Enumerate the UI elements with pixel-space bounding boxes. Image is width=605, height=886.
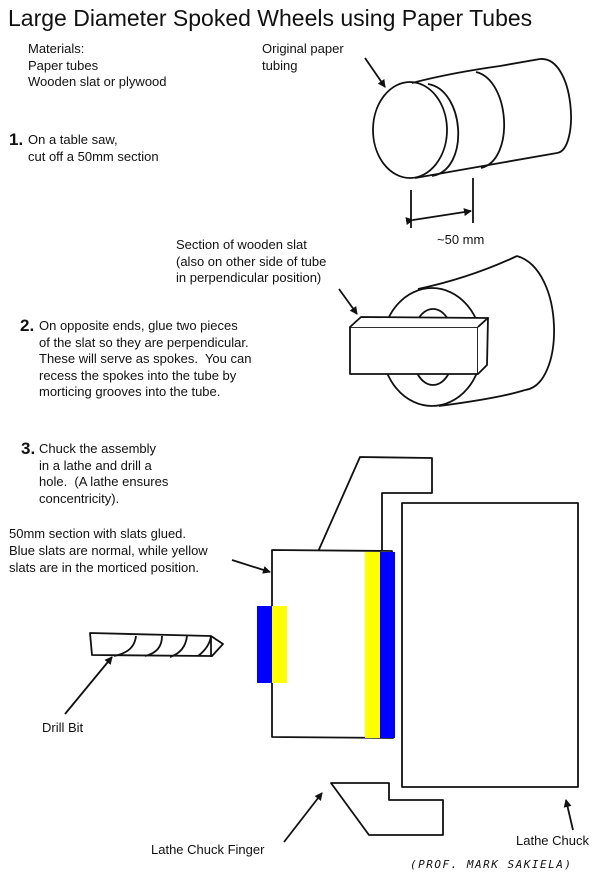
slats-group bbox=[257, 552, 395, 738]
wooden-slat-side bbox=[477, 317, 489, 375]
wooden-slat-label: in perpendicular position) bbox=[176, 270, 322, 285]
step-text-line: These will serve as spokes. You can bbox=[39, 351, 252, 366]
wooden-slat-top bbox=[349, 316, 489, 328]
step-text-line: morticing grooves into the tube. bbox=[39, 384, 221, 399]
materials-item: Wooden slat or plywood bbox=[28, 74, 167, 89]
dimension-label: ~50 mm bbox=[437, 232, 485, 247]
step-text-line: of the slat so they are perpendicular. bbox=[39, 334, 249, 350]
section-note: 50mm section with slats glued. bbox=[9, 526, 187, 541]
wooden-slat-label: (also on other side of tube bbox=[176, 253, 327, 269]
materials-heading: Materials: bbox=[28, 41, 85, 56]
original-tubing-label: tubing bbox=[262, 58, 298, 73]
wooden-slat-label: Section of wooden slat bbox=[176, 237, 307, 252]
lathe-chuck-body bbox=[401, 502, 579, 788]
step-number: 1. bbox=[9, 130, 24, 149]
original-tubing-label: Original paper bbox=[262, 41, 344, 56]
drill-bit-label: Drill Bit bbox=[42, 720, 84, 735]
drill-arrow bbox=[64, 656, 113, 715]
step-text-line: in a lathe and drill a bbox=[39, 457, 152, 473]
drill-bit-drawing bbox=[64, 632, 224, 715]
tubing-arrow bbox=[364, 57, 386, 88]
wooden-slat-front bbox=[349, 326, 479, 375]
step-text-line: concentricity). bbox=[39, 490, 120, 506]
slat-arrow bbox=[338, 288, 358, 315]
finger-arrow bbox=[283, 792, 323, 843]
dimension-arrow bbox=[405, 208, 472, 226]
slat-normal-right bbox=[380, 552, 395, 738]
step-text-line: hole. (A lathe ensures bbox=[39, 474, 169, 489]
section-arrow bbox=[231, 559, 271, 574]
chuck-finger-bottom bbox=[330, 782, 444, 836]
step-text-line: Chuck the assembly bbox=[39, 441, 157, 456]
page-title: Large Diameter Spoked Wheels using Paper… bbox=[8, 5, 533, 31]
step-text-line: recess the spokes into the tube by bbox=[39, 367, 237, 383]
step-text-line: cut off a 50mm section bbox=[28, 148, 159, 164]
section-note: slats are in the morticed position. bbox=[9, 560, 200, 575]
paper-tube-drawing bbox=[364, 57, 572, 228]
slat-morticed-right bbox=[365, 552, 380, 738]
step-text-line: On a table saw, bbox=[28, 132, 118, 147]
chuck-finger-label: Lathe Chuck Finger bbox=[151, 842, 265, 857]
slat-morticed-left bbox=[272, 606, 287, 683]
step-number: 3. bbox=[21, 439, 36, 458]
step-number: 2. bbox=[20, 316, 35, 335]
lathe-chuck-label: Lathe Chuck bbox=[516, 833, 589, 848]
section-note: Blue slats are normal, while yellow bbox=[9, 543, 208, 558]
lathe-drawing bbox=[231, 456, 579, 843]
slat-normal-left bbox=[257, 606, 272, 683]
chuck-arrow bbox=[563, 799, 574, 831]
step-text-line: On opposite ends, glue two pieces bbox=[39, 318, 238, 333]
materials-item: Paper tubes bbox=[28, 57, 99, 73]
signature: (PROF. MARK SAKIELA) bbox=[410, 858, 573, 871]
tube-section-drawing bbox=[338, 255, 555, 407]
